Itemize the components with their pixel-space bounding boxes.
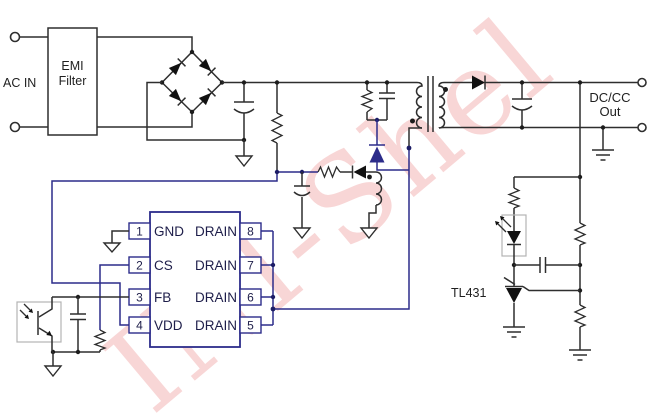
earth-ground-icon <box>592 125 614 161</box>
ac-in-label: AC IN <box>3 76 36 90</box>
pin-label-drain5: DRAIN <box>195 318 237 333</box>
output-rails <box>444 75 647 133</box>
ground-arrow-icon <box>234 140 254 168</box>
bridge-diode-icon <box>198 87 217 106</box>
earth-ground-icon <box>569 349 591 361</box>
transformer <box>408 76 448 148</box>
clamp-network <box>360 80 409 171</box>
ground-arrow-icon <box>292 227 312 240</box>
bridge-diode-icon <box>168 88 187 107</box>
bulk-capacitor <box>233 80 255 143</box>
tl431-shunt-regulator <box>503 276 580 338</box>
ground-arrow-icon <box>102 242 122 254</box>
pin-number-1: 1 <box>136 225 143 239</box>
output-terminal <box>637 122 647 133</box>
pin-label-drain7: DRAIN <box>195 258 237 273</box>
output-diode-icon <box>472 75 485 90</box>
watermark-text: INI-Shel <box>81 0 578 416</box>
fb-net <box>43 294 129 378</box>
winding-phase-dot <box>367 174 372 180</box>
pin-number-5: 5 <box>247 319 254 333</box>
pin-label-vdd: VDD <box>154 318 183 333</box>
output-terminal <box>637 77 647 88</box>
tvs-diode-icon <box>369 146 385 163</box>
pin-number-2: 2 <box>136 259 143 273</box>
tl431-label: TL431 <box>451 286 486 300</box>
drain-net <box>261 145 412 326</box>
bridge-diode-icon <box>198 58 217 77</box>
output-capacitor <box>511 80 533 130</box>
pin-number-6: 6 <box>247 291 254 305</box>
pin-number-3: 3 <box>136 291 143 305</box>
ic-gnd-connection <box>102 230 129 254</box>
controller-ic: 1 2 3 4 8 7 6 5 GND CS FB VDD DRAIN DRAI… <box>128 211 262 348</box>
pin-label-fb: FB <box>154 290 171 305</box>
vdd-capacitor <box>292 172 312 240</box>
ground-arrow-icon <box>43 365 63 378</box>
pin-number-4: 4 <box>136 319 143 333</box>
compensation-capacitor <box>514 257 580 273</box>
winding-phase-dot <box>410 118 415 124</box>
pin-label-cs: CS <box>154 258 173 273</box>
bridge-diode-icon <box>168 57 187 76</box>
winding-phase-dot <box>443 87 448 92</box>
emi-filter-block: EMI Filter <box>47 27 98 136</box>
emi-filter-label-1: EMI <box>61 59 83 73</box>
pin-label-drain6: DRAIN <box>195 290 237 305</box>
dc-out-label-1: DC/CC <box>589 90 630 105</box>
pin-number-8: 8 <box>247 225 254 239</box>
bridge-rectifier <box>159 49 225 115</box>
feedback-network <box>507 80 591 361</box>
dc-out-label-2: Out <box>600 104 621 119</box>
ac-input-terminals <box>9 31 48 133</box>
led-diode-icon <box>507 231 521 244</box>
pin-number-7: 7 <box>247 259 254 273</box>
optocoupler-transistor <box>16 297 62 352</box>
ground-arrow-icon <box>359 227 379 240</box>
startup-resistor <box>270 80 284 172</box>
emi-filter-label-2: Filter <box>59 74 87 88</box>
pin-label-gnd: GND <box>154 224 184 239</box>
aux-rectifier <box>317 165 376 179</box>
optocoupler-led <box>495 214 527 286</box>
earth-ground-icon <box>503 326 525 338</box>
pin-label-drain8: DRAIN <box>195 224 237 239</box>
aux-winding <box>359 171 383 240</box>
